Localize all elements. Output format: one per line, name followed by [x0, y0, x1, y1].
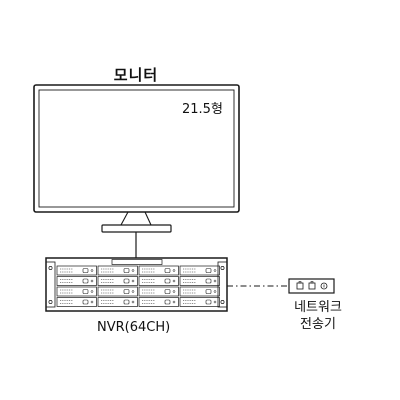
nvr-drive-bay — [138, 286, 179, 297]
nvr-drive-bay — [56, 276, 97, 286]
nvr-left-ear-screw-top — [48, 266, 53, 270]
nvr-drive-bay — [97, 286, 138, 297]
ethernet-port-icon — [308, 281, 316, 290]
nvr-label: NVR(64CH) — [97, 320, 171, 335]
nvr-drive-bay — [179, 265, 220, 276]
nvr-display-panel — [111, 259, 163, 265]
nvr-drive-bay — [179, 276, 220, 286]
ethernet-port-icon — [296, 281, 304, 290]
monitor-size-label: 21.5형 — [182, 102, 223, 117]
monitor-stand-neck — [120, 211, 152, 226]
transmitter-label: 네트워크 전송기 — [294, 300, 342, 332]
monitor-icon — [33, 84, 240, 233]
nvr-drive-bay — [56, 297, 97, 307]
nvr-drive-bay — [56, 286, 97, 297]
nvr-drive-bay — [138, 297, 179, 307]
nvr-drive-bay — [97, 265, 138, 276]
nvr-drive-bay — [97, 297, 138, 307]
nvr-drive-bay — [97, 276, 138, 286]
nvr-right-ear-screw-bottom — [220, 300, 225, 304]
transmitter-body — [288, 278, 335, 294]
nvr-drive-bay — [56, 265, 97, 276]
nvr-drive-bay — [138, 265, 179, 276]
nvr-drive-bay — [179, 286, 220, 297]
nvr-drive-bay — [179, 297, 220, 307]
monitor-bezel — [33, 84, 240, 213]
nvr-left-ear-screw-bottom — [48, 300, 53, 304]
nvr-drive-bay — [138, 276, 179, 286]
monitor-screen — [38, 89, 235, 208]
nvr-drive-bays — [56, 265, 220, 307]
power-port-icon — [320, 282, 328, 290]
monitor-title: 모니터 — [113, 66, 159, 84]
nvr-right-ear-screw-top — [220, 266, 225, 270]
monitor-stand-base — [101, 224, 172, 233]
nvr-left-ear — [45, 261, 56, 308]
network-transmitter-icon — [288, 278, 335, 294]
nvr-icon — [45, 257, 228, 312]
nvr-right-ear — [217, 261, 228, 308]
